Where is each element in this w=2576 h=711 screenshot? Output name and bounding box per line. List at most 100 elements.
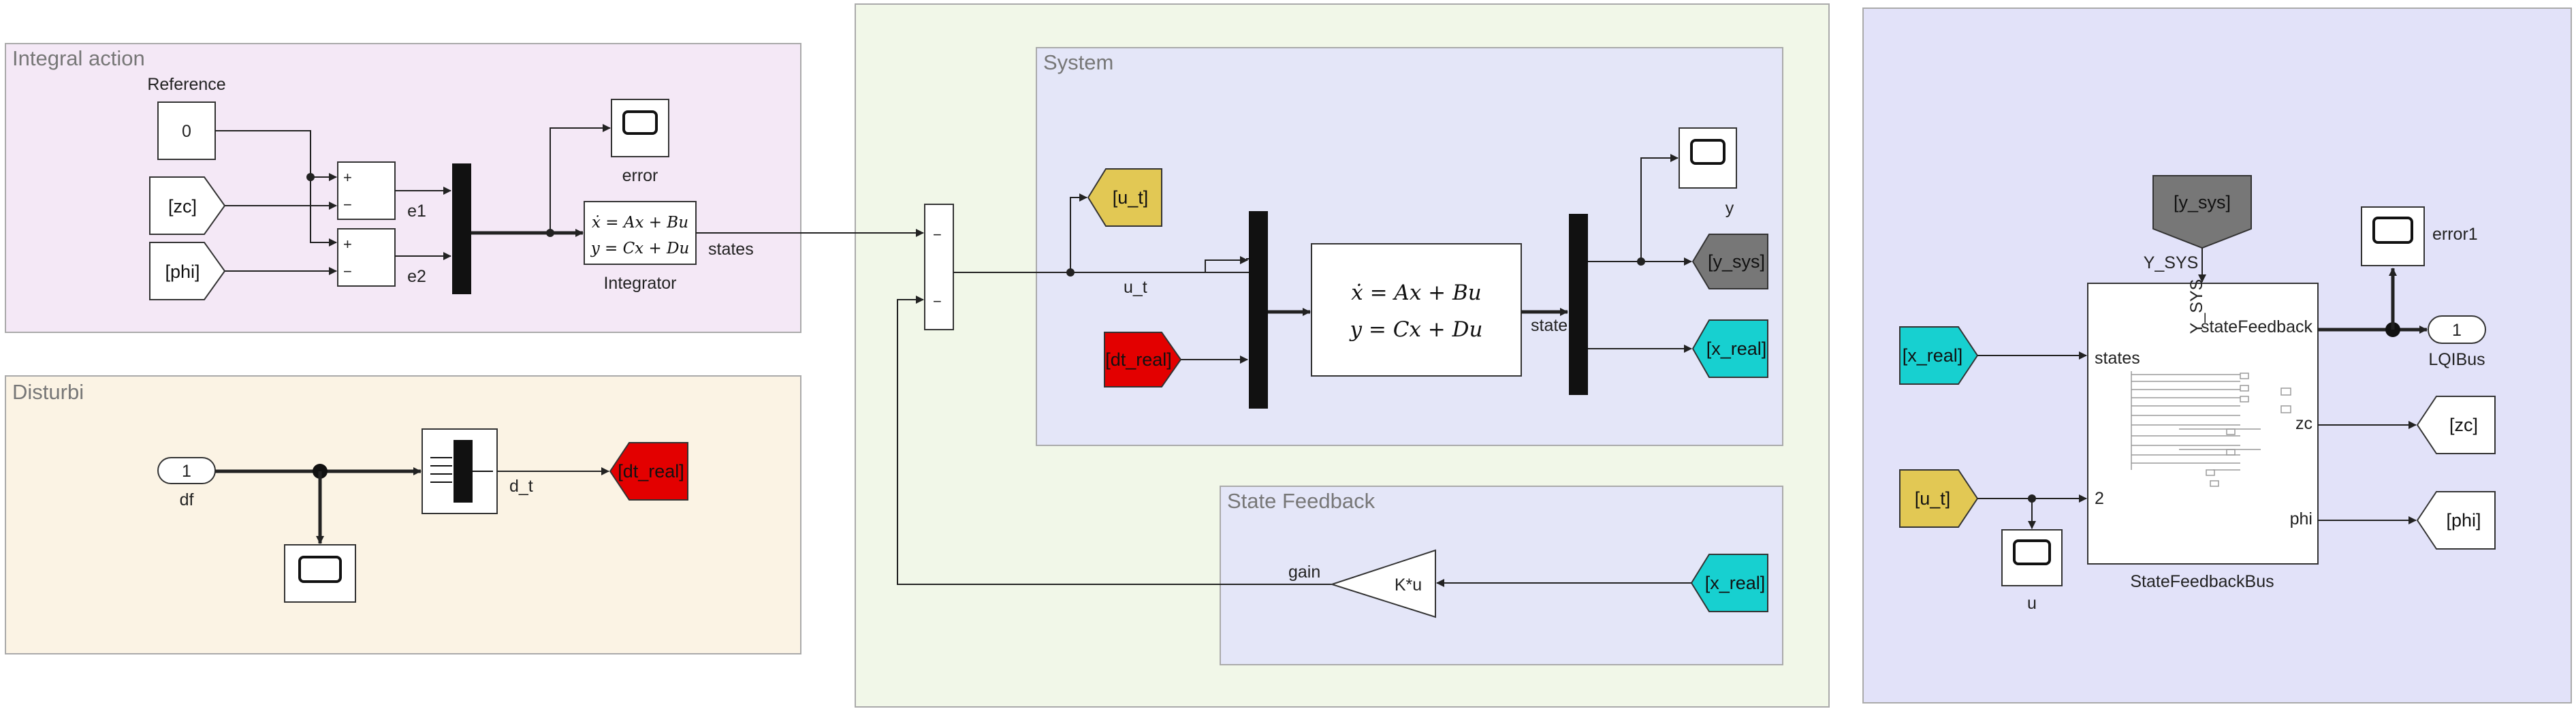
area-integral-action-title: Integral action xyxy=(12,46,145,70)
demux-system[interactable] xyxy=(1569,214,1588,395)
area-disturbi-title: Disturbi xyxy=(12,380,84,404)
plant-eq1: ẋ = Ax + Bu xyxy=(1351,281,1481,305)
scope-disturbance[interactable] xyxy=(284,544,356,603)
d-t-label: d_t xyxy=(509,477,533,496)
reference-label: Reference xyxy=(147,75,225,94)
scope-y[interactable] xyxy=(1679,127,1737,189)
gain-block[interactable]: K*u xyxy=(1329,549,1436,618)
wire-u-to-mux[interactable] xyxy=(953,256,1248,273)
state-feedback-bus-block[interactable] xyxy=(2087,283,2319,565)
inport-df-number: 1 xyxy=(182,462,191,481)
y-scope-label: y xyxy=(1726,199,1734,218)
plant-ss-block[interactable]: ẋ = Ax + Bu y = Cx + Du xyxy=(1311,243,1522,377)
outport-lqi-number: 1 xyxy=(2452,321,2462,340)
inport-df[interactable]: 1 xyxy=(157,457,216,484)
e2-label: e2 xyxy=(407,267,426,286)
lqi-bus-label: LQIBus xyxy=(2428,350,2485,369)
goto-tag-u-t[interactable]: [u_t] xyxy=(1087,168,1162,227)
integrator-eq1: ẋ = Ax + Bu xyxy=(592,214,688,232)
wire-gain-to-sum[interactable] xyxy=(897,296,1344,585)
plant-eq2: y = Cx + Du xyxy=(1349,317,1483,342)
from-tag-zc[interactable]: [zc] xyxy=(149,176,226,235)
goto-tag-zc[interactable]: [zc] xyxy=(2416,396,2496,454)
sum-fb-minus-2: − xyxy=(933,293,942,310)
bus-input-2: 2 xyxy=(2095,489,2104,508)
mux-integral[interactable] xyxy=(452,163,471,294)
scope-u[interactable] xyxy=(2001,529,2063,586)
goto-tag-phi[interactable]: [phi] xyxy=(2416,491,2496,550)
area-system-title: System xyxy=(1043,50,1113,74)
from-tag-u-t-label: [u_t] xyxy=(1915,488,1951,509)
bus-output-state-feedback: stateFeedback xyxy=(2201,317,2312,336)
bus-subsystem-preview xyxy=(2131,371,2291,487)
wire-ref-to-e1[interactable] xyxy=(215,130,337,181)
reference-value: 0 xyxy=(182,122,191,141)
goto-tag-y-sys[interactable]: [y_sys] xyxy=(1691,234,1768,289)
from-tag-phi-label: [phi] xyxy=(165,262,200,282)
outport-lqi-bus[interactable]: 1 xyxy=(2428,315,2486,344)
reference-constant-block[interactable]: 0 xyxy=(157,101,216,160)
area-disturbi[interactable]: Disturbi xyxy=(5,375,801,654)
from-tag-dt-real-label: [dt_real] xyxy=(1105,349,1172,370)
integrator-eq2: y = Cx + Du xyxy=(590,240,690,257)
sum-block-e2[interactable]: + − xyxy=(337,228,396,287)
y-sys-input-label: Y_SYS xyxy=(2187,279,2206,334)
from-tag-dt-real[interactable]: [dt_real] xyxy=(1104,332,1182,388)
integrator-label: Integrator xyxy=(603,274,676,293)
goto-tag-y-sys-label: [y_sys] xyxy=(1708,251,1765,272)
bus-block-name: StateFeedbackBus xyxy=(2130,572,2274,591)
from-tag-x-real-bus[interactable]: [x_real] xyxy=(1899,326,1979,385)
bus-selector-block[interactable] xyxy=(422,428,498,514)
mux-system[interactable] xyxy=(1249,211,1268,409)
goto-tag-dt-real[interactable]: [dt_real] xyxy=(609,442,688,501)
sum-e2-plus: + xyxy=(343,236,352,253)
from-tag-u-t[interactable]: [u_t] xyxy=(1899,469,1979,528)
e1-label: e1 xyxy=(407,202,426,221)
from-tag-phi[interactable]: [phi] xyxy=(149,242,226,300)
area-state-feedback[interactable]: State Feedback xyxy=(1220,486,1783,665)
branch-dot-ref xyxy=(306,173,315,181)
from-tag-zc-label: [zc] xyxy=(168,196,197,217)
scope-error[interactable] xyxy=(611,99,669,157)
area-integral-action[interactable]: Integral action xyxy=(5,43,801,333)
goto-tag-dt-real-label: [dt_real] xyxy=(618,461,684,481)
from-tag-x-real-sf[interactable]: [x_real] xyxy=(1690,554,1768,612)
error-label: error xyxy=(622,166,658,185)
sum-block-feedback[interactable]: − − xyxy=(924,204,954,330)
sum-e1-plus: + xyxy=(343,169,352,186)
wire-u-to-goto[interactable] xyxy=(1070,193,1087,272)
wire-to-error-scope[interactable] xyxy=(550,124,611,233)
error1-label: error1 xyxy=(2432,225,2478,244)
sum-fb-minus-1: − xyxy=(933,226,942,243)
gain-signal-label: gain xyxy=(1288,563,1320,582)
state-signal-label: state xyxy=(1531,316,1568,335)
y-sys-signal-label: Y_SYS xyxy=(2144,253,2199,272)
branch-dot-error xyxy=(546,229,554,237)
integrator-ss-block[interactable]: ẋ = Ax + Bu y = Cx + Du xyxy=(584,201,697,265)
from-tag-x-real-sf-label: [x_real] xyxy=(1705,573,1766,593)
bus-output-zc: zc xyxy=(2295,414,2312,433)
from-tag-y-sys[interactable]: [y_sys] xyxy=(2152,175,2252,249)
goto-tag-x-real-label: [x_real] xyxy=(1706,338,1767,359)
sum-e1-minus: − xyxy=(343,196,352,213)
goto-tag-zc-label: [zc] xyxy=(2449,415,2478,435)
goto-tag-phi-label: [phi] xyxy=(2446,510,2481,531)
from-tag-x-real-bus-label: [x_real] xyxy=(1903,345,1963,366)
wire-to-y-scope[interactable] xyxy=(1640,154,1679,262)
bus-input-states: states xyxy=(2095,349,2140,368)
sum-block-e1[interactable]: + − xyxy=(337,161,396,220)
goto-tag-x-real[interactable]: [x_real] xyxy=(1691,319,1768,378)
bus-output-phi: phi xyxy=(2290,509,2312,528)
df-label: df xyxy=(180,490,194,509)
sum-e2-minus: − xyxy=(343,263,352,280)
wire-ref-to-e2[interactable] xyxy=(310,177,337,247)
states-signal-label: states xyxy=(708,240,754,259)
from-tag-y-sys-label: [y_sys] xyxy=(2174,192,2231,212)
u-scope-label: u xyxy=(2027,594,2037,613)
scope-error1[interactable] xyxy=(2361,206,2425,266)
area-state-feedback-title: State Feedback xyxy=(1227,489,1376,513)
goto-tag-u-t-label: [u_t] xyxy=(1113,187,1149,208)
gain-block-label: K*u xyxy=(1395,575,1422,595)
u-t-signal-label: u_t xyxy=(1124,278,1147,297)
